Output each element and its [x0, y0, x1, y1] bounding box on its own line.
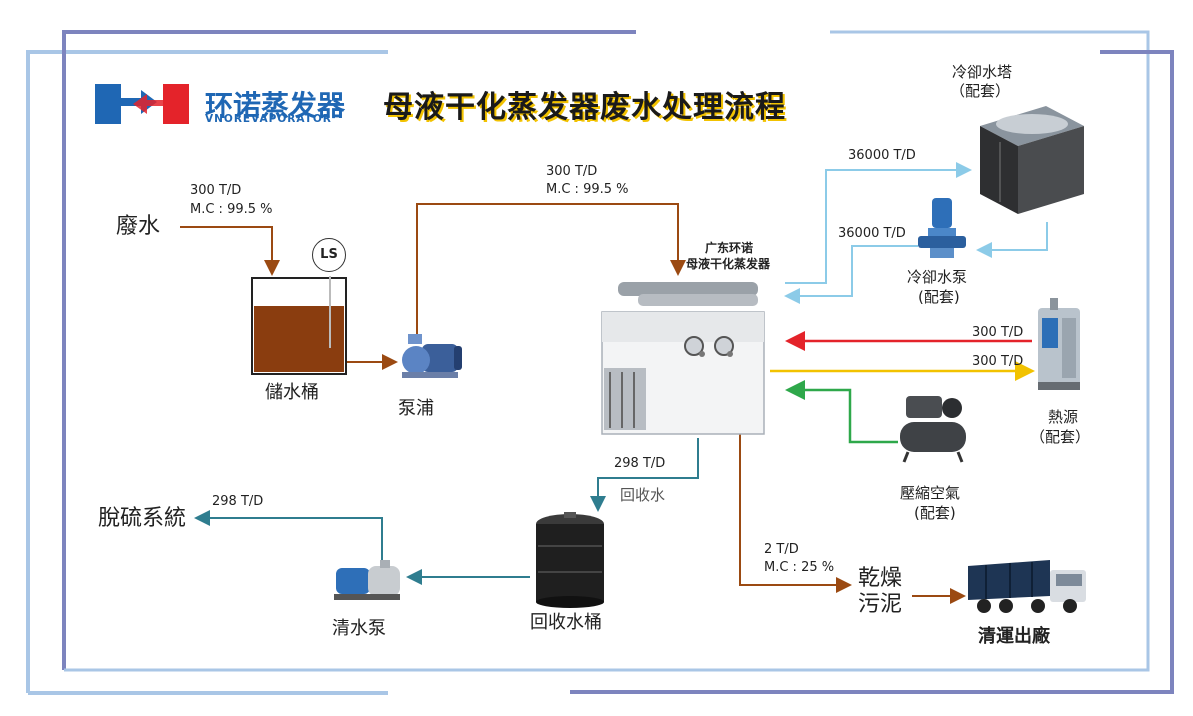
recycled-flow-label: 298 T/D	[614, 456, 666, 471]
compressor-icon	[900, 396, 966, 463]
recycled-water-label: 回收水	[620, 486, 666, 504]
brand-logo-icon	[95, 84, 189, 124]
truck-icon	[968, 560, 1086, 613]
desulfur-system-label: 脫硫系統	[98, 506, 187, 531]
level-sensor-label: LS	[320, 247, 338, 262]
evaporator-label-2: 母液干化蒸发器	[686, 257, 771, 271]
clean-pump-label: 清水泵	[332, 618, 386, 639]
cooling-tower	[976, 102, 1088, 218]
truck	[966, 556, 1090, 618]
compressed-air-note: (配套)	[914, 504, 956, 522]
cooling-pump-label: 冷卻水泵	[907, 268, 968, 286]
compressed-air-label: 壓縮空氣	[900, 484, 961, 502]
boiler-icon	[1038, 298, 1080, 390]
heat-source-note: （配套）	[1030, 428, 1091, 446]
cooling-pump	[918, 198, 966, 260]
sludge-flow-label: 2 T/D	[764, 542, 799, 557]
brand-name: 环诺蒸发器	[205, 89, 346, 122]
heat-source-label: 熱源	[1048, 408, 1079, 426]
recycle-tank	[530, 512, 610, 608]
feed-flow-label: 300 T/D	[190, 183, 242, 198]
desulfur-flow-label: 298 T/D	[212, 494, 264, 509]
evaporator	[598, 272, 770, 438]
air-compressor	[898, 392, 968, 464]
water-tank-icon	[536, 512, 604, 608]
brand-name-en: VNOREVAPORATOR	[205, 113, 332, 125]
pump-label: 泵浦	[398, 398, 434, 419]
cooling-pump-icon	[918, 198, 966, 258]
evaporator-icon	[601, 282, 765, 435]
clean-pump-icon	[334, 560, 400, 600]
tower-flow-label: 36000 T/D	[848, 148, 916, 163]
cooling-pump-flow-label: 36000 T/D	[838, 226, 906, 241]
cooling-pump-note: (配套)	[918, 288, 960, 306]
pump-icon	[402, 334, 462, 378]
wastewater-label: 廢水	[116, 214, 161, 239]
evaporator-label-1: 广东环诺	[705, 241, 754, 255]
pump-flow-label: 300 T/D	[546, 164, 598, 179]
feed-mc-label: M.C : 99.5 %	[190, 202, 273, 217]
brand-logo	[95, 84, 189, 124]
recycle-tank-label: 回收水桶	[530, 612, 602, 633]
cooling-tower-label: 冷卻水塔	[952, 63, 1013, 81]
cooling-tower-note: （配套）	[950, 82, 1011, 100]
feed-pump	[398, 334, 464, 384]
pump-mc-label: M.C : 99.5 %	[546, 182, 629, 197]
heat-source	[1034, 298, 1084, 392]
storage-tank	[250, 266, 348, 376]
heat-in-flow-label: 300 T/D	[972, 325, 1024, 340]
frame	[26, 30, 1174, 695]
page-title: 母液干化蒸发器废水处理流程	[383, 90, 786, 125]
sludge-label-2: 污泥	[858, 592, 903, 617]
storage-tank-label: 儲水桶	[265, 382, 319, 403]
sludge-label-1: 乾燥	[858, 566, 903, 591]
level-sensor-icon: LS	[312, 238, 346, 272]
heat-out-flow-label: 300 T/D	[972, 354, 1024, 369]
haul-out-label: 清運出廠	[978, 626, 1050, 647]
clean-pump	[332, 560, 406, 602]
sludge-mc-label: M.C : 25 %	[764, 560, 835, 575]
cooling-tower-icon	[980, 106, 1084, 214]
